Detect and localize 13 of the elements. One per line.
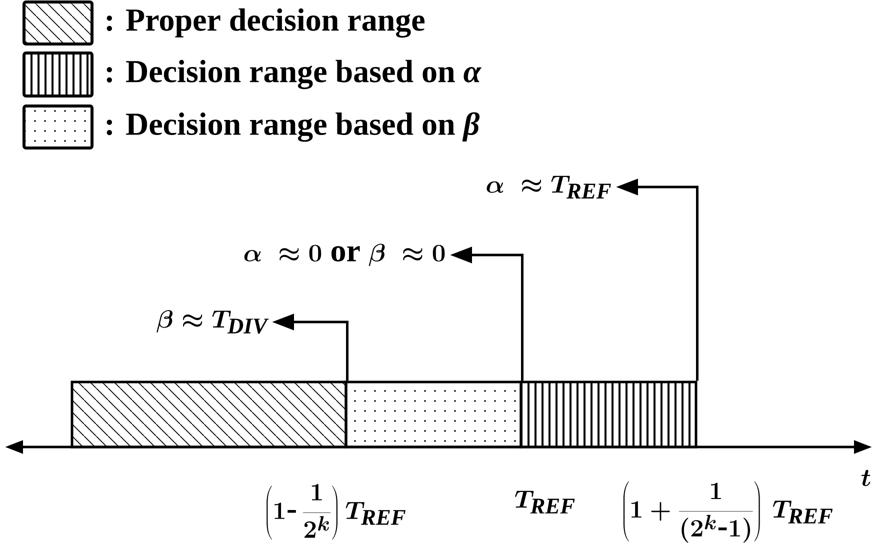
decision-range-bar — [70, 380, 348, 448]
decision-range-bar — [520, 380, 698, 448]
tick-label: $T_{\mathit{REF}}$ — [515, 490, 575, 514]
legend-text: : Proper decision range — [106, 8, 425, 38]
axis-label: $t$ — [861, 470, 870, 486]
condition-label: $\beta\approx T_{\mathit{DIV}}$ — [156, 310, 269, 334]
tick-label: $\left(1+\frac{1}{(2^{k}\mbox{-}1)}\right)\,T_{\mathit{REF}}$ — [623, 481, 833, 543]
decision-range-bar — [344, 380, 522, 448]
legend-text: : Decision range based on β — [106, 112, 480, 142]
condition-label: $\alpha\;\approx 0\mbox{ or }\beta\;\approx 0$ — [244, 244, 445, 266]
legend-text: : Decision range based on α — [106, 60, 482, 90]
tick-label: $\left(1\mbox{-}\,\frac{1}{2^{k}}\right)T_{\mathit{REF}}$ — [266, 484, 406, 540]
condition-label: $\alpha\;\approx T_{\mathit{REF}}$ — [486, 176, 611, 198]
